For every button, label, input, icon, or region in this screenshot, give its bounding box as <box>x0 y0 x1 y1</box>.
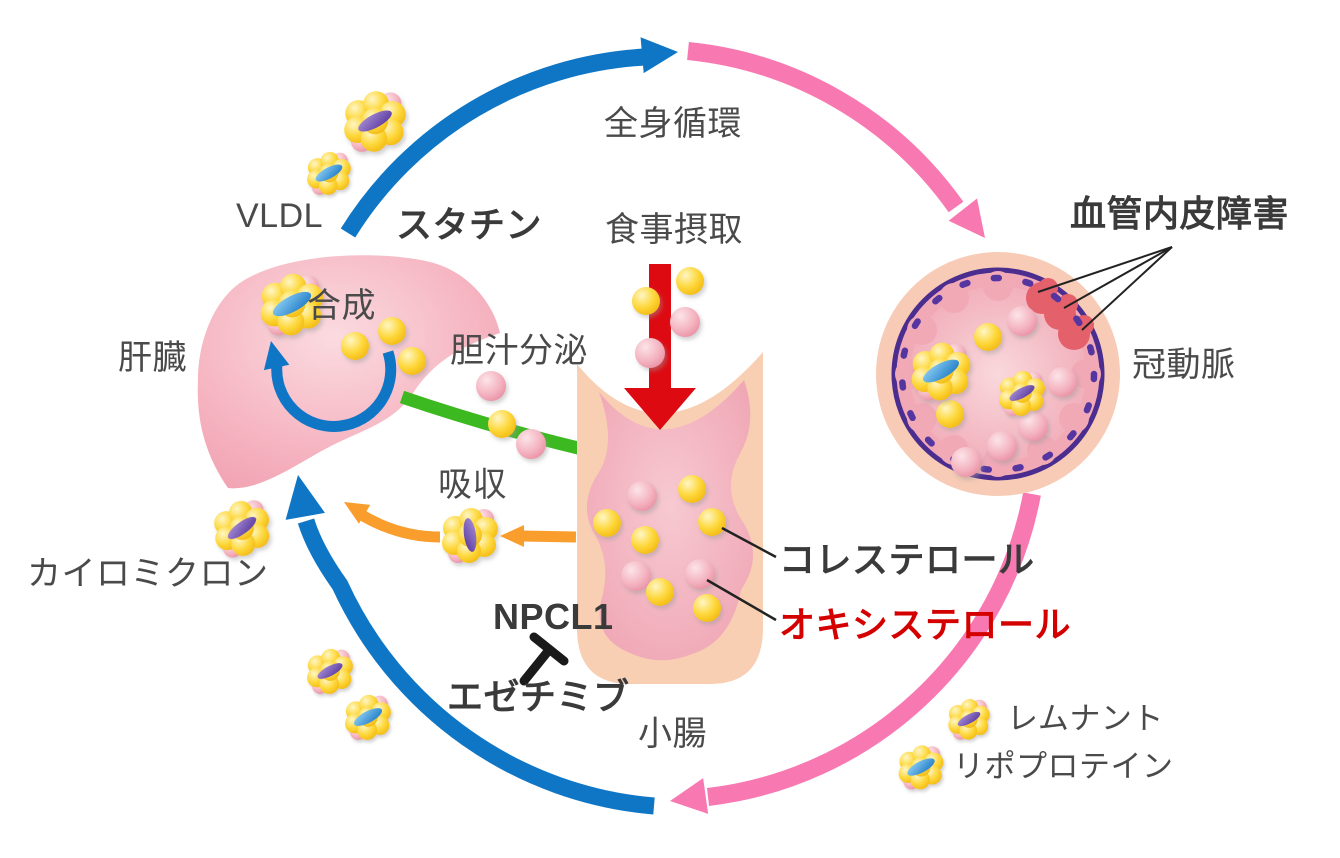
small-intestine-label: 小腸 <box>638 715 707 753</box>
cycle-arc-blue-top <box>340 37 678 238</box>
oxysterol-label: オキシステロール <box>779 604 1072 645</box>
ezetimibe-label: エゼチミブ <box>447 676 630 717</box>
npcl1-label: NPCL1 <box>493 596 614 637</box>
legend-lipoprotein-label: リポプロテイン <box>953 749 1174 784</box>
endothelial-damage-label: 血管内皮障害 <box>1070 193 1290 234</box>
chylomicron-particle <box>211 497 274 559</box>
lipoprotein-particle-top <box>307 152 351 195</box>
cycle-arc-pink-bottom <box>670 492 1041 814</box>
endothelium-nuclei-dots <box>898 274 1098 474</box>
cycle-arc-pink-right <box>687 42 985 238</box>
dietary-intake-label: 食事摂取 <box>605 211 743 249</box>
coronary-artery-cross-section <box>876 252 1120 496</box>
absorption-label: 吸収 <box>438 466 507 504</box>
legend-remnant-label: レムナント <box>1007 701 1164 736</box>
remnant-particle-top <box>344 91 406 152</box>
bile-secretion-label: 胆汁分泌 <box>450 332 588 370</box>
lipoprotein-particle-bottom-left <box>345 695 391 740</box>
inhibition-symbol <box>519 632 569 686</box>
synthesis-label: 合成 <box>307 287 376 325</box>
systemic-circulation-label: 全身循環 <box>604 105 742 143</box>
chylomicron-label: カイロミクロン <box>27 555 269 593</box>
cycle-arc-blue-left <box>285 475 655 815</box>
cholesterol-label: コレステロール <box>779 539 1035 580</box>
liver-recycle-arrow <box>263 341 397 432</box>
lipoprotein-particle-icon <box>899 745 944 789</box>
damage-leader-lines <box>1037 246 1173 331</box>
liver-label: 肝臓 <box>118 339 187 377</box>
absorption-arrow-to-liver <box>344 502 441 543</box>
bile-path-balls <box>476 371 546 459</box>
absorbed-chylomicron-particle <box>442 508 498 563</box>
remnant-particle-bottom-left <box>307 649 353 694</box>
oxysterol-leader-line <box>706 578 777 622</box>
statin-label: スタチン <box>396 204 543 245</box>
absorption-arrow-from-intestine <box>500 525 577 547</box>
remnant-particle-icon <box>948 699 989 740</box>
coronary-artery-label: 冠動脈 <box>1132 346 1236 384</box>
cholesterol-leader-line <box>721 526 777 559</box>
vldl-label: VLDL <box>236 197 324 235</box>
